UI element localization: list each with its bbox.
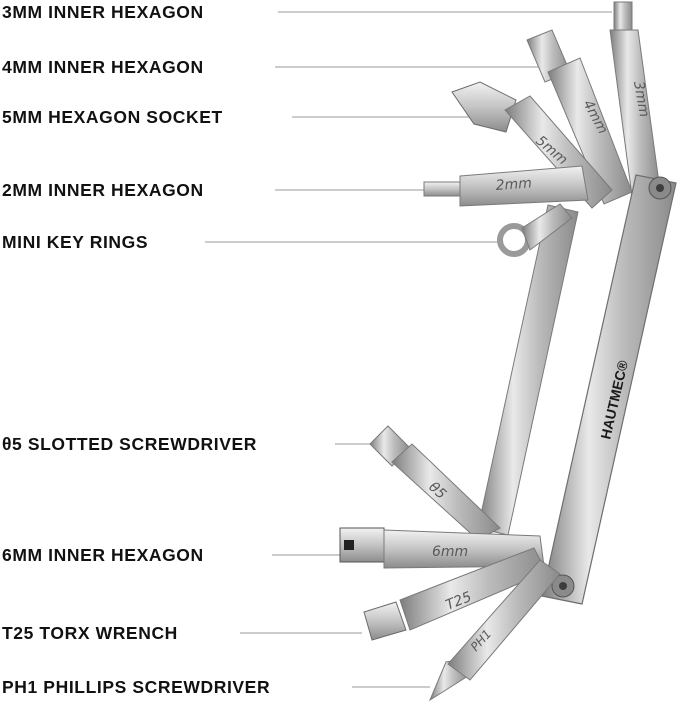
engraving-2mm: 2mm [495,176,532,194]
bit-3mm: 3mm [609,1,661,197]
engraving-6mm: 6mm [432,544,468,560]
bit-6mm: 6mm [339,527,545,569]
callout-t25-torx-wrench: T25 TORX WRENCH [2,623,178,643]
callout-5mm-hexagon-socket: 5MM HEXAGON SOCKET [2,107,223,127]
bit-2mm: 2mm [423,165,589,207]
front-side-plate: HAUTMEC® [541,174,677,605]
callout-2mm-inner-hexagon: 2MM INNER HEXAGON [2,180,204,200]
callout-mini-key-rings: MINI KEY RINGS [2,232,149,252]
callout-4mm-inner-hexagon: 4MM INNER HEXAGON [2,57,204,77]
callout-slotted-screwdriver: θ5 SLOTTED SCREWDRIVER [2,434,258,454]
bit-5mm: 5mm [451,81,613,209]
rear-side-plate [477,204,579,536]
callout-3mm-inner-hexagon: 3MM INNER HEXAGON [2,2,204,22]
callout-6mm-inner-hexagon: 6MM INNER HEXAGON [2,545,204,565]
callout-ph1-phillips-screwdriver: PH1 PHILLIPS SCREWDRIVER [2,677,271,697]
engraving-3mm: 3mm [630,80,652,118]
bit-slotted-screwdriver: θ5 [369,425,501,541]
mini-key-ring [497,203,573,257]
